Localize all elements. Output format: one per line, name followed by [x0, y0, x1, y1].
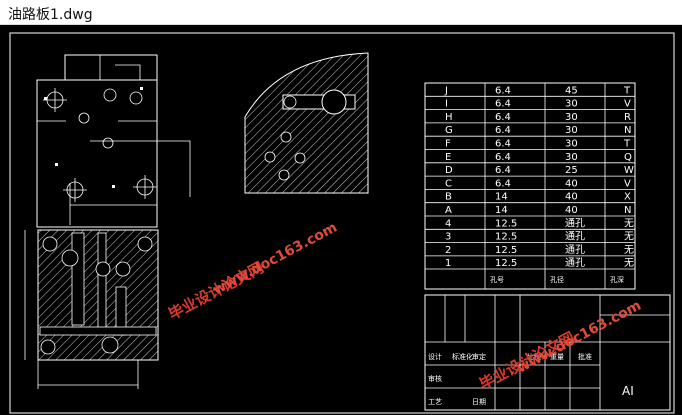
table-cell-d1: 6.4 — [495, 178, 511, 189]
table-cell-id: F — [445, 139, 451, 150]
table-cell-d2: 通孔 — [565, 244, 585, 256]
tb-label-scale: 比例 — [527, 352, 541, 361]
table-cell-d1: 12.5 — [495, 232, 517, 243]
footer-col2: 孔径 — [550, 275, 564, 284]
table-cell-d3: 无 — [624, 258, 634, 269]
table-cell-d3: 无 — [624, 218, 634, 229]
watermark-1: 毕业设计论文网 www.doc163.com — [165, 220, 339, 324]
table-cell-d1: 6.4 — [495, 125, 511, 136]
table-cell-d2: 40 — [565, 205, 578, 216]
table-cell-d1: 6.4 — [495, 85, 511, 96]
watermark-2: 毕业设计论文网 www.doc163.com — [476, 298, 643, 394]
table-cell-d3: N — [624, 125, 631, 136]
table-cell-d1: 6.4 — [495, 139, 511, 150]
table-cell-d2: 40 — [565, 178, 578, 189]
table-cell-d3: N — [624, 205, 631, 216]
table-cell-d2: 30 — [565, 99, 578, 110]
tb-label-date: 日期 — [472, 398, 486, 406]
table-cell-d3: T — [623, 139, 631, 150]
table-cell-d3: W — [624, 165, 634, 176]
footer-col1: 孔号 — [490, 276, 504, 284]
table-cell-d1: 12.5 — [495, 258, 517, 269]
table-cell-d3: 无 — [624, 232, 634, 243]
tb-label-weight: 重量 — [550, 353, 564, 361]
table-cell-d3: Q — [624, 152, 632, 163]
table-cell-d1: 14 — [495, 192, 508, 203]
file-title: 油路板1.dwg — [8, 7, 93, 23]
sheet-size: AI — [622, 384, 634, 398]
table-cell-d2: 45 — [565, 85, 578, 96]
table-cell-d2: 25 — [565, 165, 578, 176]
section-view-top — [244, 52, 369, 194]
table-cell-d1: 6.4 — [495, 112, 511, 123]
table-cell-d3: R — [624, 112, 631, 123]
table-cell-d3: V — [624, 178, 631, 189]
table-cell-id: C — [445, 178, 452, 189]
table-cell-id: I — [445, 99, 448, 110]
table-cell-d1: 14 — [495, 205, 508, 216]
table-cell-id: 3 — [445, 232, 451, 243]
table-cell-id: 2 — [445, 245, 451, 256]
table-cell-d2: 30 — [565, 139, 578, 150]
tb-label-approve: 审定 — [472, 352, 486, 361]
title-block: 设计 标准化 审核 审定 工艺 日期 批准 重量 比例 AI — [424, 294, 671, 411]
tb-label-approval: 批准 — [578, 352, 592, 361]
table-cell-d2: 通孔 — [565, 217, 585, 229]
drawing-border — [9, 32, 675, 414]
table-cell-id: 1 — [445, 258, 451, 269]
table-cell-d1: 12.5 — [495, 245, 517, 256]
table-cell-d2: 30 — [565, 125, 578, 136]
watermark-url-1: www.doc163.com — [210, 220, 340, 299]
table-cell-id: G — [445, 125, 453, 136]
table-cell-d3: V — [624, 99, 631, 110]
table-cell-id: D — [445, 165, 453, 176]
window-titlebar: 油路板1.dwg — [0, 0, 682, 25]
table-cell-d3: X — [624, 192, 631, 203]
table-cell-id: J — [444, 85, 448, 96]
top-view — [36, 54, 191, 228]
table-cell-d2: 通孔 — [565, 257, 585, 269]
table-cell-d2: 30 — [565, 112, 578, 123]
table-cell-d1: 6.4 — [495, 152, 511, 163]
table-cell-d2: 40 — [565, 192, 578, 203]
table-cell-d1: 12.5 — [495, 218, 517, 229]
tb-label-process: 工艺 — [428, 398, 442, 406]
table-cell-id: B — [445, 192, 452, 203]
table-cell-id: 4 — [445, 218, 451, 229]
table-cell-id: A — [445, 205, 452, 216]
footer-col3: 孔深 — [610, 275, 624, 284]
table-cell-d2: 通孔 — [565, 231, 585, 243]
table-cell-d2: 30 — [565, 152, 578, 163]
table-cell-d1: 6.4 — [495, 99, 511, 110]
table-cell-d3: 无 — [624, 245, 634, 256]
tb-label-design: 设计 — [428, 352, 442, 361]
tb-label-review: 审核 — [428, 374, 442, 383]
table-cell-id: H — [445, 112, 453, 123]
table-cell-id: E — [445, 152, 451, 163]
tb-label-standard: 标准化 — [452, 352, 473, 361]
table-cell-d1: 6.4 — [495, 165, 511, 176]
section-view-front — [24, 229, 159, 389]
table-cell-d3: T — [623, 85, 631, 96]
